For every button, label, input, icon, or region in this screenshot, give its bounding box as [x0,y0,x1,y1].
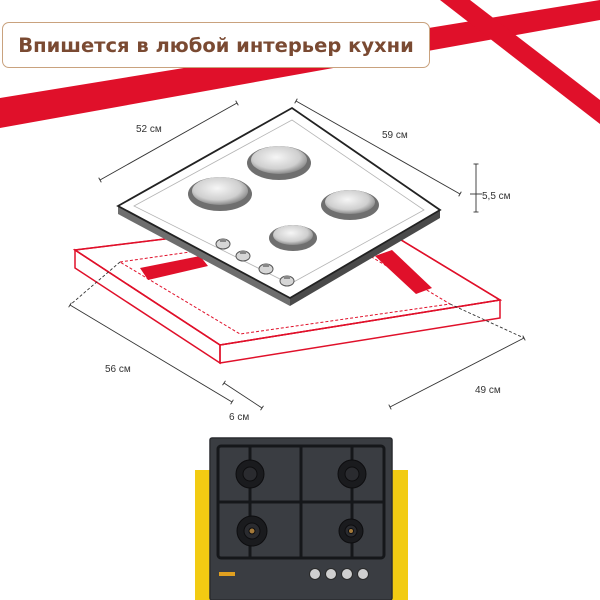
banner-title-box: Впишется в любой интерьер кухни [2,22,430,68]
hob-product-photo [195,437,408,600]
burner-right [321,190,379,220]
cutout-width-label: 49 см [475,385,501,396]
burner-back [247,146,311,180]
burner-left [188,177,252,211]
cutout-highlight [140,250,432,294]
banner-title: Впишется в любой интерьер кухни [18,33,414,57]
edge-offset-label: 6 см [229,412,249,423]
gas-burners [235,459,367,547]
cutout-depth-label: 56 см [105,364,131,375]
brand-logo-icon [219,572,235,576]
dimension-lines [68,98,526,411]
hob-depth-label: 52 см [136,124,162,135]
hob-width-label: 59 см [382,130,408,141]
hob-height-label: 5,5 см [482,191,511,202]
burner-front [269,225,317,251]
dimension-labels: 52 см 59 см 5,5 см 56 см 49 см 6 см [105,124,511,423]
photo-control-knobs [309,568,369,580]
control-knobs [215,238,295,287]
